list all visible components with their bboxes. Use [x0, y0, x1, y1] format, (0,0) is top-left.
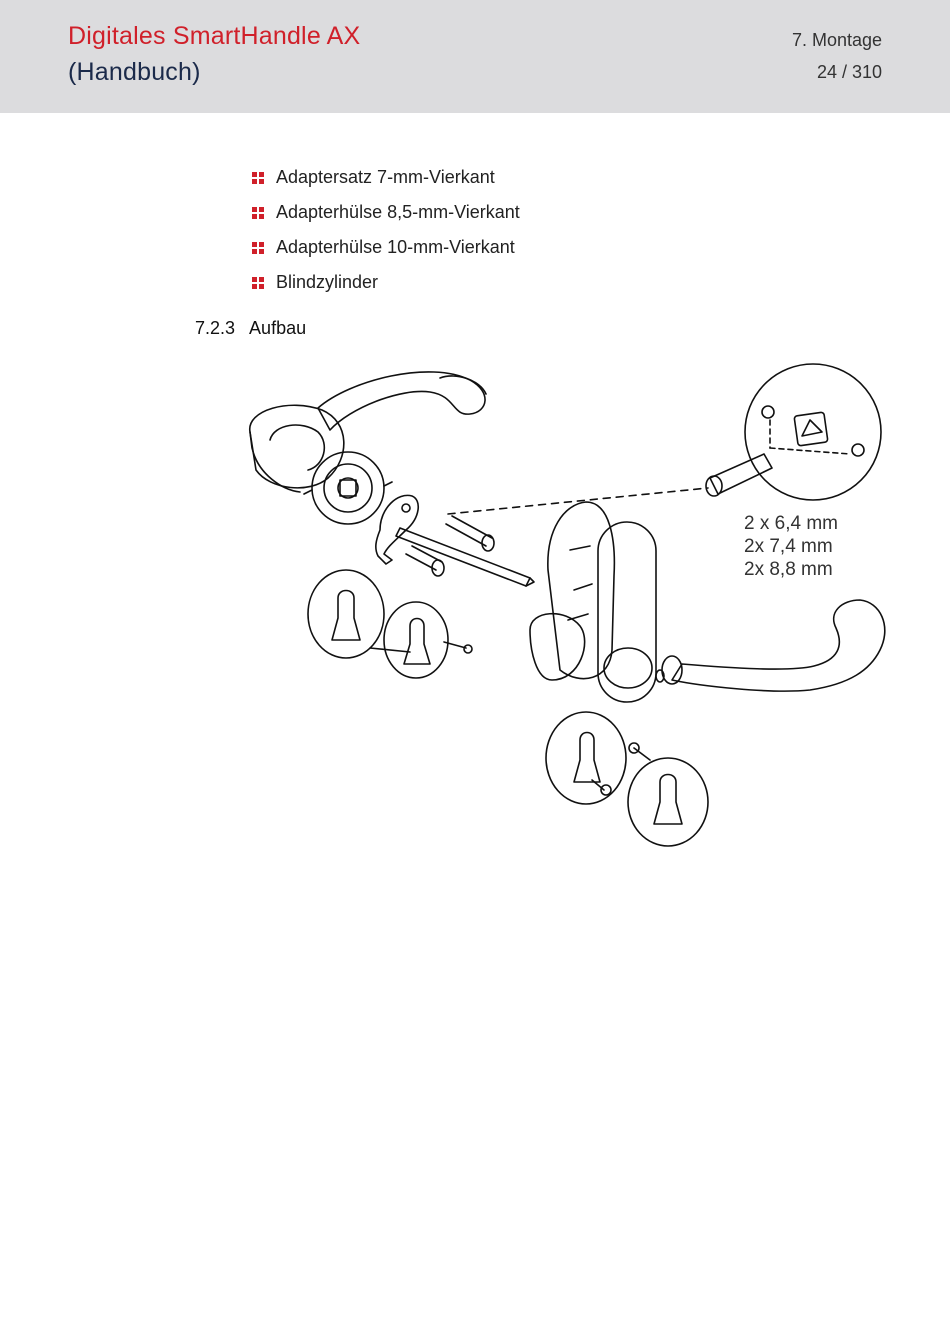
- bullet-icon: [252, 241, 264, 254]
- dimension-label: 2x 7,4 mm: [744, 536, 833, 557]
- list-item-label: Adapterhülse 8,5-mm-Vierkant: [276, 202, 520, 222]
- left-rosette: [249, 404, 345, 493]
- lower-cover-rosette: [627, 742, 709, 847]
- bullet-icon: [252, 206, 264, 219]
- right-lever-handle: [655, 599, 886, 692]
- list-item: Adaptersatz 7-mm-Vierkant: [252, 160, 520, 195]
- exploded-view-drawing: [249, 363, 886, 847]
- left-lever-handle: [317, 371, 487, 431]
- inner-mechanism: [303, 451, 393, 525]
- list-item-label: Blindzylinder: [276, 272, 379, 292]
- section-number: 7.2.3: [195, 318, 236, 338]
- list-item-label: Adaptersatz 7-mm-Vierkant: [276, 167, 495, 187]
- section-title: Aufbau: [249, 318, 307, 338]
- list-item: Adapterhülse 10-mm-Vierkant: [252, 230, 520, 265]
- sleeve-detail: [705, 453, 773, 497]
- bullet-icon: [252, 276, 264, 289]
- list-item: Adapterhülse 8,5-mm-Vierkant: [252, 195, 520, 230]
- page-header: Digitales SmartHandle AX (Handbuch) 7. M…: [0, 0, 950, 113]
- dimension-label: 2x 8,8 mm: [744, 559, 833, 580]
- square-spindle: [395, 527, 535, 587]
- detail-circle: [744, 363, 882, 501]
- document-title: Digitales SmartHandle AX: [68, 22, 361, 50]
- accessory-list: Adaptersatz 7-mm-Vierkant Adapterhülse 8…: [252, 160, 520, 300]
- dimension-label: 2 x 6,4 mm: [744, 513, 838, 534]
- list-item-label: Adapterhülse 10-mm-Vierkant: [276, 237, 515, 257]
- adapter-sleeves: [405, 515, 495, 577]
- chapter-label: 7. Montage: [791, 30, 882, 50]
- adapter-plate: [375, 494, 419, 565]
- list-item: Blindzylinder: [252, 265, 520, 300]
- guide-line: [447, 487, 709, 515]
- page-number: 24 / 310: [816, 62, 882, 82]
- dimension-labels: 2 x 6,4 mm 2x 7,4 mm 2x 8,8 mm: [744, 512, 838, 581]
- lower-rosette: [545, 711, 627, 805]
- section-heading: 7.2.3 Aufbau: [195, 318, 306, 339]
- left-escutcheon: [307, 569, 473, 679]
- electronic-body: [529, 501, 657, 703]
- document-subtitle: (Handbuch): [68, 58, 201, 86]
- bullet-icon: [252, 171, 264, 184]
